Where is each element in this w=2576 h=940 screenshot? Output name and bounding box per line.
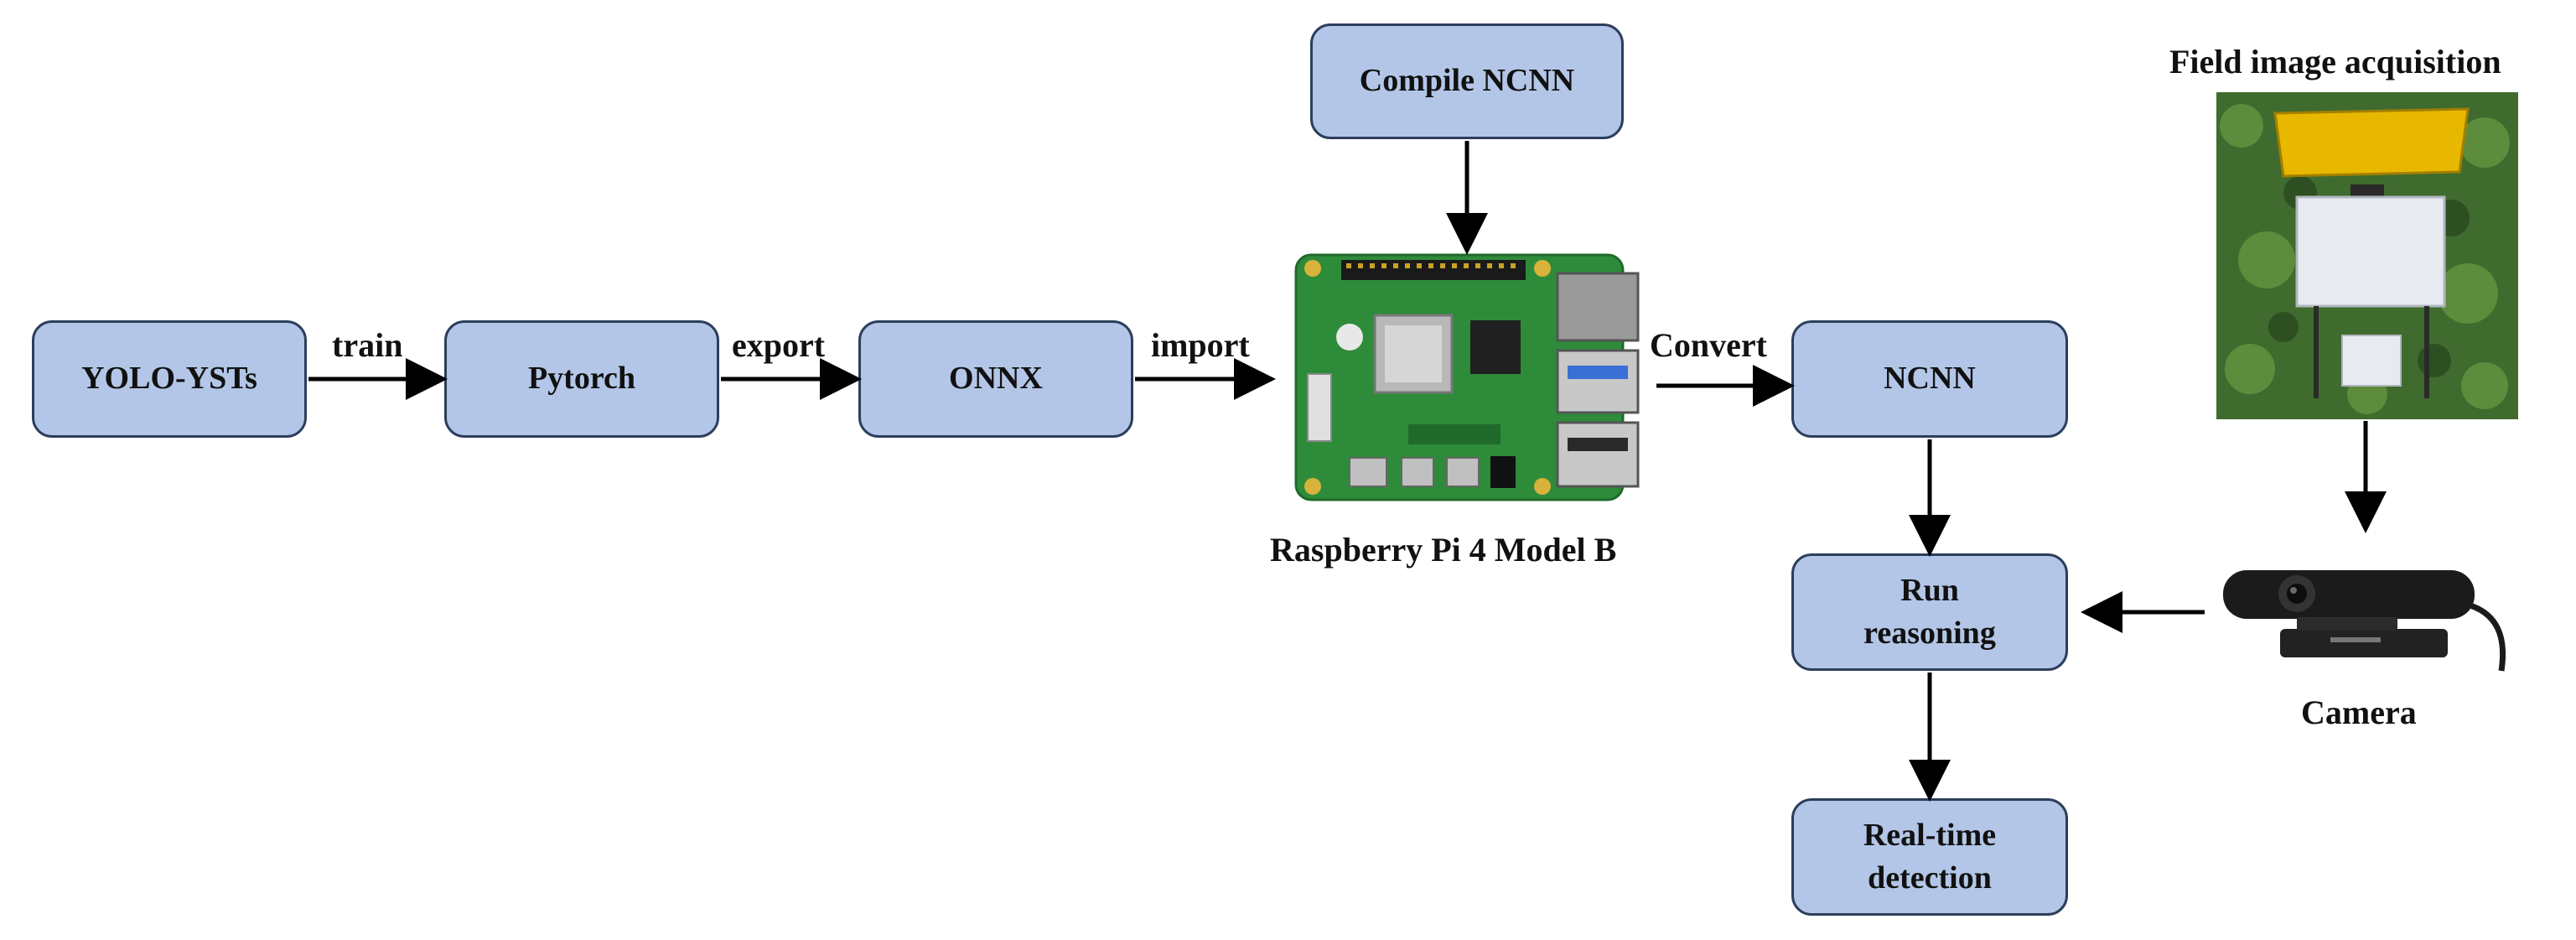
run-reasoning-node: Run reasoning — [1791, 553, 2068, 671]
real-time-detection-node: Real-time detection — [1791, 798, 2068, 916]
compile-ncnn-node: Compile NCNN — [1310, 23, 1624, 139]
edge-label-convert: Convert — [1650, 326, 1767, 364]
raspberry-pi-board-image — [1294, 253, 1640, 501]
edge-label-train: train — [332, 326, 403, 364]
yolo-ysts-node: YOLO-YSTs — [32, 320, 307, 438]
edge-label-export: export — [732, 326, 826, 364]
pytorch-node: Pytorch — [444, 320, 719, 438]
ncnn-node: NCNN — [1791, 320, 2068, 438]
field-image-caption: Field image acquisition — [2169, 43, 2501, 80]
field-image-photo — [2216, 92, 2518, 419]
raspberry-pi-caption: Raspberry Pi 4 Model B — [1270, 531, 1617, 569]
onnx-node: ONNX — [858, 320, 1133, 438]
camera-caption: Camera — [2301, 693, 2417, 731]
edge-label-import: import — [1151, 326, 1250, 364]
camera-image — [2223, 570, 2506, 672]
